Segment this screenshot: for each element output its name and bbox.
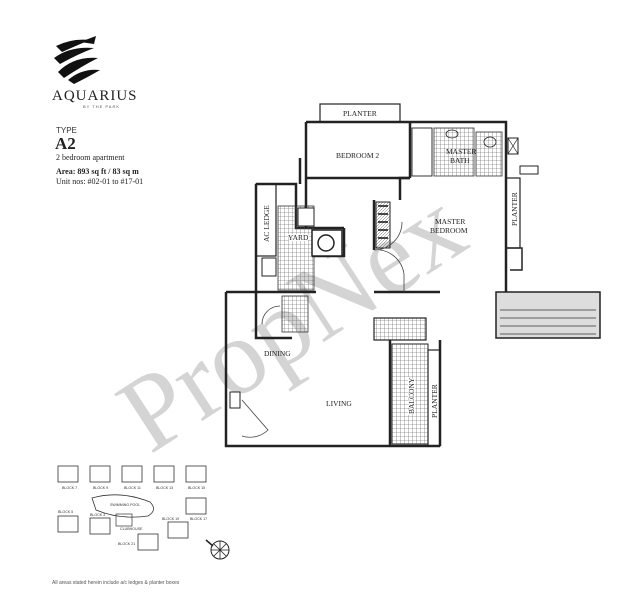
planter-right-label: PLANTER: [510, 192, 519, 226]
type-label: TYPE: [56, 126, 77, 135]
door-swings: [241, 221, 405, 438]
site-block-label: BLOCK 5: [58, 510, 73, 514]
master-bath-label-2: BATH: [450, 156, 470, 165]
site-block-label: BLOCK 13: [156, 486, 173, 490]
external-deck: [495, 291, 601, 339]
ac-ledge-label: AC LEDGE: [262, 205, 271, 242]
brand-tagline: BY THE PARK: [83, 104, 121, 109]
unit-numbers: Unit nos: #02-01 to #17-01: [56, 177, 144, 186]
site-block-label: BLOCK 7: [62, 486, 77, 490]
compass-icon: [205, 539, 230, 560]
living-label: LIVING: [326, 399, 352, 408]
site-block-label: BLOCK 19: [162, 517, 179, 521]
site-block-label: BLOCK 3: [90, 513, 105, 517]
dining-label: DINING: [264, 349, 291, 358]
planter-bottom: [427, 349, 441, 447]
unit-area: Area: 893 sq ft / 83 sq m: [56, 167, 139, 176]
planter-bottom-label: PLANTER: [430, 384, 439, 418]
brand-name: AQUARIUS: [52, 88, 138, 104]
balcony-label: BALCONY: [407, 377, 416, 414]
footnote: All areas stated herein include a/c ledg…: [52, 580, 180, 586]
site-block-label: BLOCK 17: [190, 517, 207, 521]
type-code: A2: [55, 134, 76, 153]
ac-ledge: [255, 183, 277, 257]
yard-label: YARD: [288, 233, 309, 242]
brush-logo-icon: [54, 36, 100, 84]
site-block-label: BLOCK 21: [118, 542, 135, 546]
planter-top-label: PLANTER: [343, 109, 377, 118]
unit-description: 2 bedroom apartment: [56, 153, 125, 162]
bedroom-2-label: BEDROOM 2: [336, 151, 379, 160]
site-block-label: BLOCK 9: [93, 486, 108, 490]
master-bedroom-label-1: MASTER: [435, 217, 465, 226]
clubhouse-label: CLUBHOUSE: [120, 527, 143, 531]
site-plan: BLOCK 7 BLOCK 9 BLOCK 11 BLOCK 13 BLOCK …: [57, 465, 207, 551]
master-bedroom-label-2: BEDROOM: [430, 226, 468, 235]
master-bath-label-1: MASTER: [446, 147, 476, 156]
site-block-label: BLOCK 11: [124, 486, 141, 490]
swimming-pool-label: SWIMMING POOL: [110, 503, 140, 507]
site-block-label: BLOCK 15: [188, 486, 205, 490]
